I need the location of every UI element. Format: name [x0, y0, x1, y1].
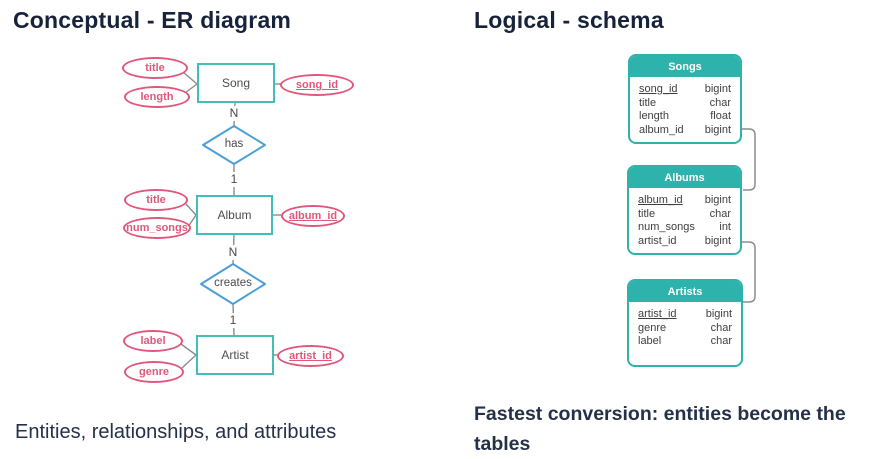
right-panel-title: Logical - schema [474, 7, 664, 33]
relationship-diamond-has [202, 125, 266, 165]
column-name: label [638, 335, 662, 347]
column-type: char [709, 207, 731, 220]
column-name: title [638, 207, 656, 220]
cardinality-n-album: N [226, 245, 240, 260]
attribute-ellipse-album-title: title [124, 189, 188, 211]
column-name: song_id [639, 83, 678, 95]
attribute-ellipse-label: label [123, 330, 183, 352]
entity-artist: Artist [196, 335, 274, 375]
table-row: title char [639, 97, 731, 111]
table-row: artist_id bigint [638, 235, 731, 249]
attribute-ellipse-genre: genre [124, 361, 184, 383]
table-row: artist_id bigint [638, 308, 732, 322]
column-type: bigint [704, 234, 731, 247]
attribute-ellipse-song-id: song_id [280, 74, 354, 96]
column-type: float [710, 110, 731, 122]
schema-table-albums: Albums album_id bigint title char num_so… [627, 165, 742, 255]
table-row: label char [638, 335, 732, 349]
column-name: artist_id [638, 234, 677, 247]
table-body: song_id bigint title char length float a… [630, 77, 740, 142]
column-name: album_id [638, 194, 683, 206]
left-caption: Entities, relationships, and attributes [15, 421, 337, 443]
attribute-ellipse-num-songs: num_songs [123, 217, 191, 239]
table-row: title char [638, 208, 731, 222]
schema-table-songs: Songs song_id bigint title char length f… [628, 54, 742, 144]
column-type: int [719, 221, 731, 233]
column-type: bigint [704, 83, 731, 95]
cardinality-n-song: N [227, 106, 241, 121]
column-type: bigint [704, 123, 731, 136]
attribute-ellipse-title: title [122, 57, 188, 79]
table-row: album_id bigint [639, 124, 731, 138]
table-body: artist_id bigint genre char label char [629, 302, 741, 365]
schema-table-artists: Artists artist_id bigint genre char labe… [627, 279, 743, 367]
right-caption: Fastest conversion: entities become the … [474, 403, 846, 455]
table-row: album_id bigint [638, 194, 731, 208]
fk-wire-albums-artists [742, 241, 756, 303]
column-name: num_songs [638, 221, 695, 233]
column-name: artist_id [638, 308, 677, 320]
column-type: bigint [705, 308, 732, 320]
table-row: genre char [638, 322, 732, 336]
table-header-artists: Artists [629, 281, 741, 302]
relationship-diamond-creates [200, 263, 266, 305]
column-name: length [639, 110, 669, 122]
entity-song: Song [197, 63, 275, 103]
table-body: album_id bigint title char num_songs int… [629, 188, 740, 253]
cardinality-1-has: 1 [227, 172, 241, 187]
entity-album: Album [196, 195, 273, 235]
table-header-albums: Albums [629, 167, 740, 188]
attribute-ellipse-length: length [124, 86, 190, 108]
attribute-ellipse-album-id: album_id [281, 205, 345, 227]
relationship-label-has: has [224, 138, 244, 150]
cardinality-1-creates: 1 [226, 313, 240, 328]
column-type: bigint [704, 194, 731, 206]
column-name: title [639, 96, 657, 109]
column-type: char [709, 96, 731, 109]
table-row: length float [639, 110, 731, 124]
column-type: char [710, 321, 732, 334]
column-name: album_id [639, 123, 684, 136]
column-name: genre [638, 321, 667, 334]
column-type: char [710, 335, 732, 347]
table-row: num_songs int [638, 221, 731, 235]
left-panel-title: Conceptual - ER diagram [13, 7, 292, 33]
attribute-ellipse-artist-id: artist_id [277, 345, 344, 367]
fk-wire-songs-albums [742, 128, 756, 191]
table-row: song_id bigint [639, 83, 731, 97]
table-header-songs: Songs [630, 56, 740, 77]
relationship-label-creates: creates [214, 277, 252, 289]
